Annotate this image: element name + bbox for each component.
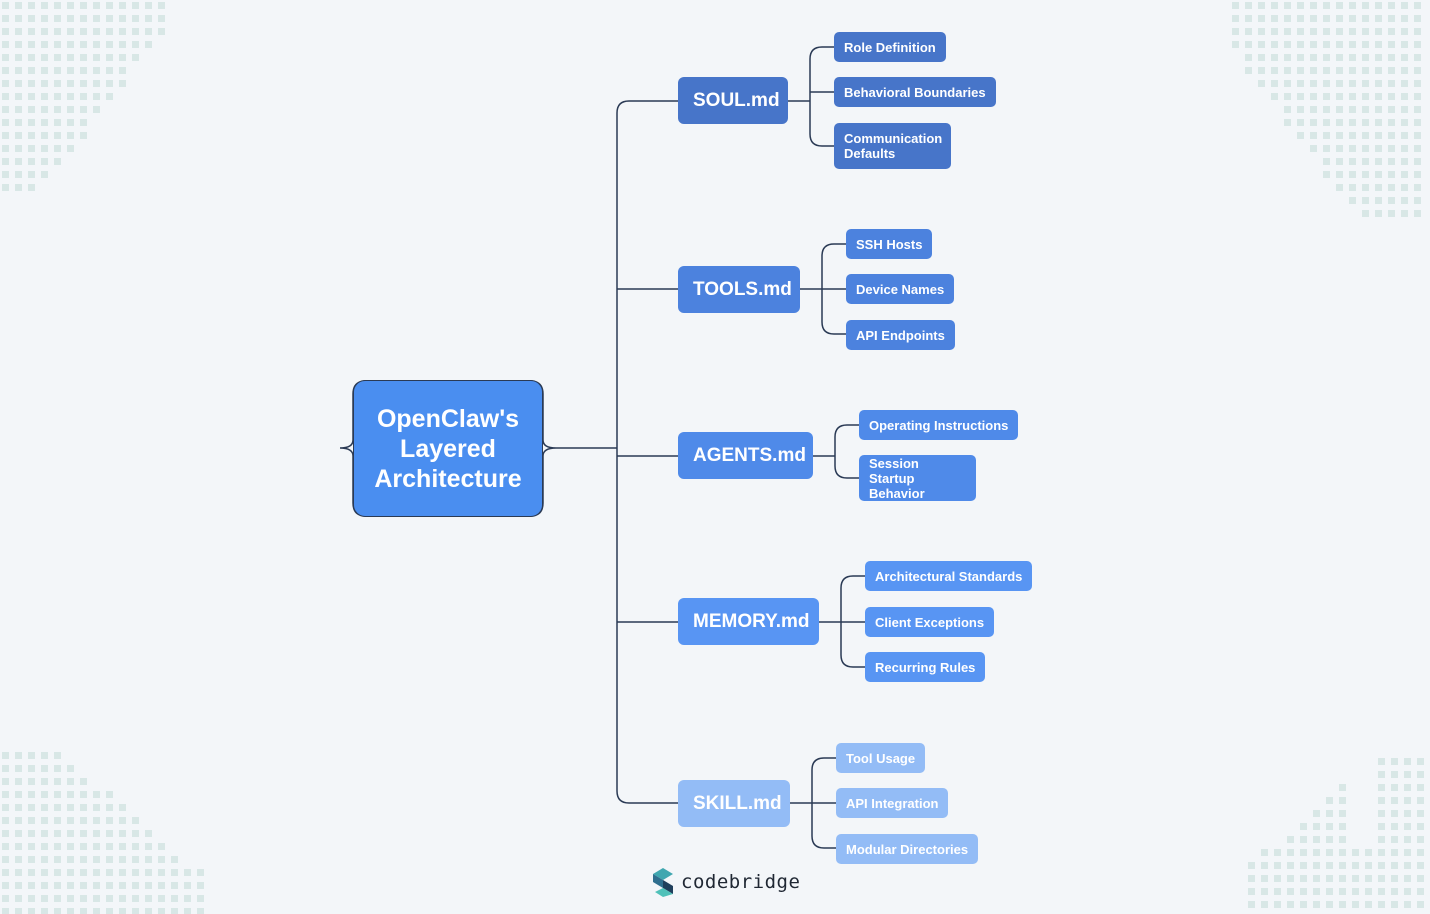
leaf-label: API Endpoints — [856, 327, 945, 343]
file-label-memory: MEMORY.md — [693, 610, 810, 632]
leaf-label: Tool Usage — [846, 750, 916, 766]
leaf-tool-usage: Tool Usage — [836, 743, 926, 773]
leaf-label: Modular Directories — [846, 841, 969, 857]
leaf-client-exceptions: Client Exceptions — [865, 607, 995, 637]
leaf-operating-instructions: Operating Instructions — [859, 410, 1019, 440]
leaf-architectural-standards: Architectural Standards — [865, 561, 1033, 591]
leaf-label: Recurring Rules — [875, 659, 976, 675]
leaf-label: API Integration — [846, 795, 939, 811]
file-node-memory: MEMORY.md — [678, 598, 819, 645]
leaf-label: Session Startup Behavior — [869, 455, 925, 501]
leaf-label: Communication Defaults — [844, 131, 943, 161]
file-label-soul: SOUL.md — [693, 89, 780, 111]
file-node-soul: SOUL.md — [678, 77, 788, 124]
codebridge-logo-icon — [653, 868, 673, 897]
brand-logo: codebridge — [651, 866, 800, 898]
leaf-label: SSH Hosts — [856, 236, 923, 252]
leaf-label: Behavioral Boundaries — [844, 84, 986, 100]
leaf-modular-directories: Modular Directories — [836, 834, 979, 864]
leaf-role-definition: Role Definition — [834, 32, 946, 62]
leaf-api-endpoints: API Endpoints — [846, 320, 955, 350]
file-label-tools: TOOLS.md — [693, 278, 792, 300]
leaf-behavioral-boundaries: Behavioral Boundaries — [834, 77, 996, 107]
leaf-device-names: Device Names — [846, 274, 955, 304]
brand-name: codebridge — [681, 871, 801, 893]
leaf-recurring-rules: Recurring Rules — [865, 652, 986, 682]
root-node: OpenClaw's Layered Architecture — [353, 380, 543, 517]
leaf-label: Architectural Standards — [875, 568, 1023, 584]
file-node-agents: AGENTS.md — [678, 432, 813, 479]
leaf-label: Client Exceptions — [875, 614, 985, 630]
leaf-session-startup-behavior: Session Startup Behavior — [859, 455, 976, 501]
file-label-skill: SKILL.md — [693, 792, 782, 814]
leaf-label: Operating Instructions — [869, 417, 1009, 433]
leaf-ssh-hosts: SSH Hosts — [846, 229, 933, 259]
file-node-skill: SKILL.md — [678, 780, 790, 827]
leaf-label: Role Definition — [844, 39, 936, 55]
file-node-tools: TOOLS.md — [678, 266, 800, 313]
leaf-communication-defaults: Communication Defaults — [834, 123, 951, 169]
leaf-api-integration: API Integration — [836, 788, 949, 818]
root-label: OpenClaw's Layered Architecture — [374, 404, 522, 493]
file-label-agents: AGENTS.md — [693, 444, 806, 466]
leaf-label: Device Names — [856, 281, 945, 297]
